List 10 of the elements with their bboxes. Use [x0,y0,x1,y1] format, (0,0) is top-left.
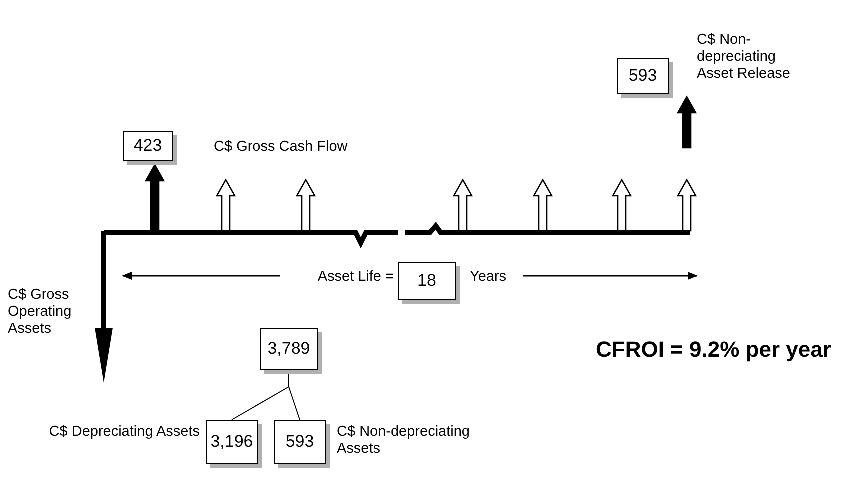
label-text: C$ Gross Operating Assets [8,287,73,338]
result-text: CFROI = 9.2% per year [596,337,832,363]
block-arrow [144,164,166,232]
node-label: C$ Gross Cash Flow [214,139,349,156]
node-label: Years [470,269,508,286]
node-label: C$ Depreciating Assets [48,424,200,441]
node-label: C$ Non-depreciating Asset Release [697,32,792,83]
block-arrow [676,96,698,149]
node-label: Asset Life = [316,269,394,286]
node-label: C$ Non-depreciating Assets [337,424,471,458]
